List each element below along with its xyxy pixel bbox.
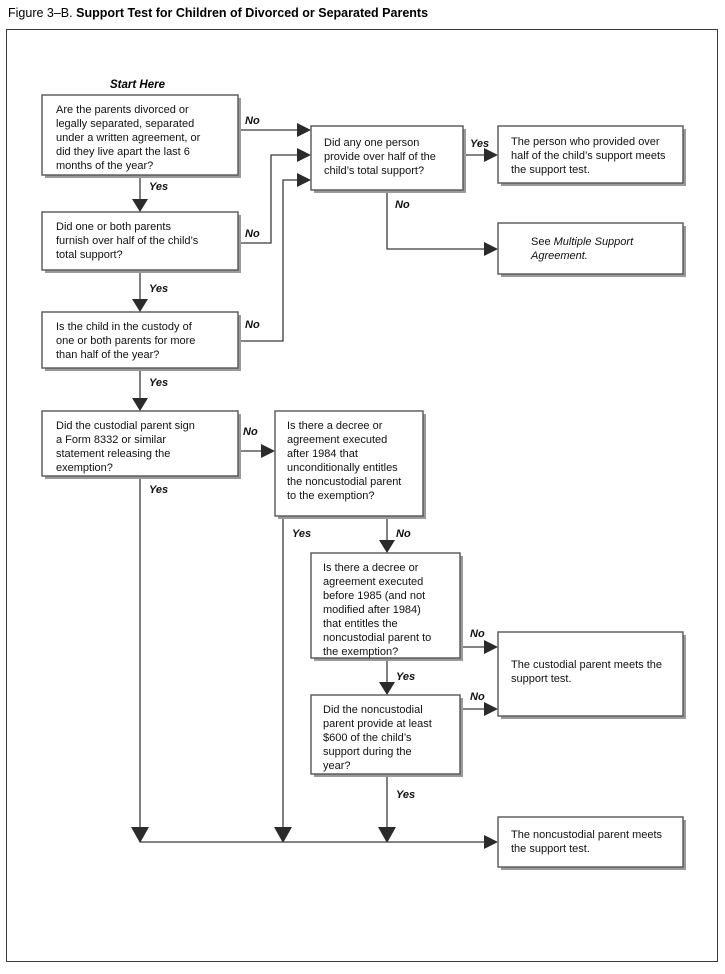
figure-number: Figure 3–B.: [8, 6, 73, 20]
figure-title-text: Support Test for Children of Divorced or…: [76, 6, 429, 20]
arrowhead-divorced-yes: [132, 199, 148, 212]
arrowhead-one-person-no: [484, 242, 498, 256]
arrowhead-600-support-no: [484, 702, 498, 716]
edge-label-decree-after-yes: Yes: [292, 528, 311, 540]
arrowhead-form8332-yes: [131, 827, 149, 843]
edge-one-person-no: [386, 190, 485, 250]
arrowhead-divorced-no: [297, 123, 311, 137]
arrowhead-custody-yes: [132, 398, 148, 411]
edge-label-custody-no: No: [245, 319, 260, 331]
edge-label-decree-before-yes: Yes: [396, 671, 415, 683]
node-frame[interactable]: [41, 211, 239, 271]
arrowhead-form8332-no: [261, 444, 275, 458]
flow-edges: [131, 123, 498, 849]
arrowhead-decree-after-no: [379, 540, 395, 553]
arrowhead-bottom-bus: [484, 835, 498, 849]
edge-label-form8332-no: No: [243, 426, 258, 438]
node-frame[interactable]: [41, 94, 239, 176]
edge-label-custody-yes: Yes: [149, 377, 168, 389]
node-frame[interactable]: [310, 552, 461, 659]
edge-label-one-person-yes: Yes: [470, 138, 489, 150]
edge-label-parents-furnish-no: No: [245, 228, 260, 240]
edge-label-600-support-yes: Yes: [396, 789, 415, 801]
node-frame[interactable]: [497, 816, 684, 868]
node-frame[interactable]: [497, 125, 684, 184]
node-frame[interactable]: [41, 410, 239, 477]
start-here-label: Start Here: [110, 79, 166, 91]
arrowhead-decree-after-yes: [274, 827, 292, 843]
node-frame[interactable]: [274, 410, 424, 517]
edge-label-divorced-no: No: [245, 115, 260, 127]
arrowhead-decree-before-no: [484, 640, 498, 654]
arrowhead-one-person-yes: [484, 148, 498, 162]
arrowhead-parents-furnish-yes: [132, 299, 148, 312]
node-frame[interactable]: [41, 311, 239, 369]
edge-custody-no: [238, 179, 298, 342]
node-frame[interactable]: [310, 125, 464, 191]
edge-label-parents-furnish-yes: Yes: [149, 283, 168, 295]
node-frame[interactable]: [310, 694, 461, 775]
edge-parents-furnish-no: [238, 154, 298, 244]
node-frame[interactable]: [497, 222, 684, 275]
edge-label-decree-after-no: No: [396, 528, 411, 540]
edge-label-one-person-no: No: [395, 199, 410, 211]
arrowhead-600-support-yes: [378, 827, 396, 843]
flow-edge-labels: No Yes No Yes No Yes No Yes Yes No Yes N…: [149, 115, 489, 801]
edge-label-divorced-yes: Yes: [149, 181, 168, 193]
edge-label-600-support-no: No: [470, 691, 485, 703]
arrowhead-decree-before-yes: [379, 682, 395, 695]
figure-title: Figure 3–B. Support Test for Children of…: [8, 5, 428, 21]
arrowhead-custody-no: [297, 173, 311, 187]
edge-label-form8332-yes: Yes: [149, 484, 168, 496]
edge-label-decree-before-no: No: [470, 628, 485, 640]
node-frame[interactable]: [497, 631, 684, 717]
arrowhead-parents-furnish-no: [297, 148, 311, 162]
